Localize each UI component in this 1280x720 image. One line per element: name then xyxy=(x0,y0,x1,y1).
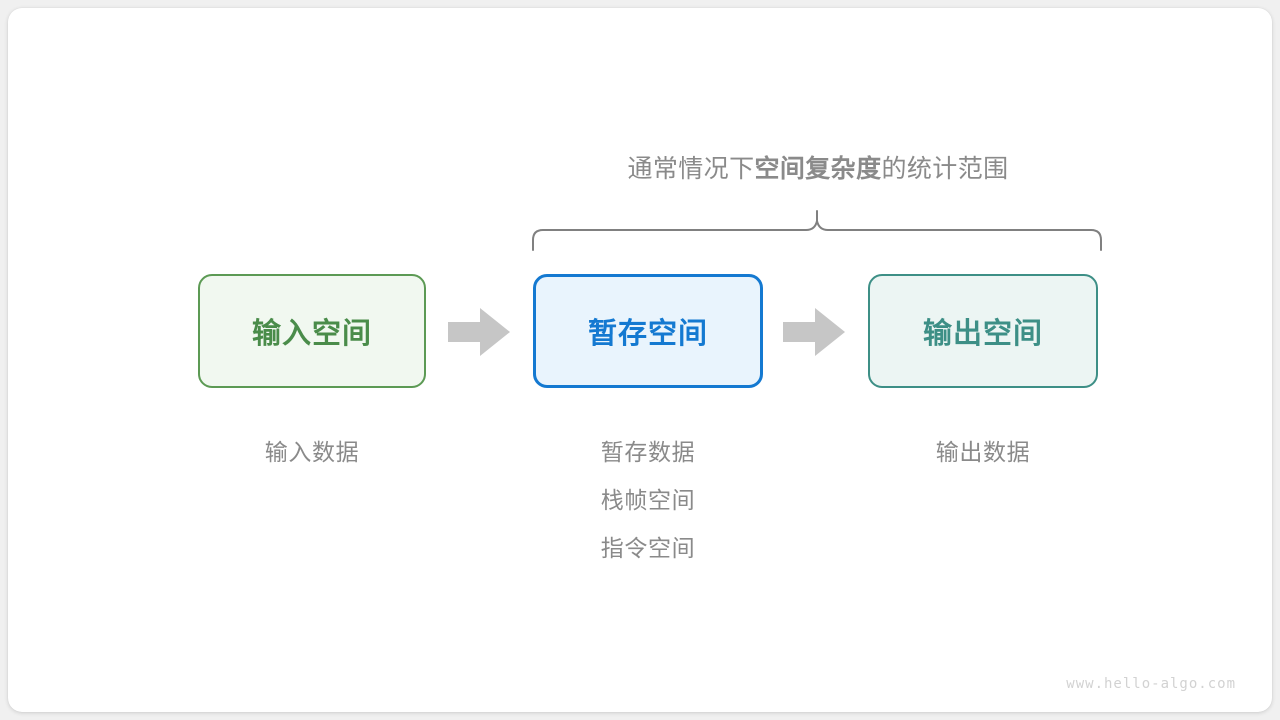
sublabel-item: 输入数据 xyxy=(264,439,360,465)
sublabel-item: 暂存数据 xyxy=(600,439,696,465)
arrow-right-icon xyxy=(783,308,845,356)
sublabel-item: 输出数据 xyxy=(935,439,1031,465)
scope-caption: 通常情况下空间复杂度的统计范围 xyxy=(548,151,1088,187)
caption-emphasis: 空间复杂度 xyxy=(754,155,882,183)
sublabels-output: 输出数据 xyxy=(868,428,1098,476)
sublabel-item: 指令空间 xyxy=(600,535,696,561)
watermark: www.hello-algo.com xyxy=(1066,676,1236,692)
box-output-space[interactable]: 输出空间 xyxy=(868,274,1098,388)
box-input-space[interactable]: 输入空间 xyxy=(198,274,426,388)
diagram-card: 通常情况下空间复杂度的统计范围 输入空间 暂存空间 输出空间 xyxy=(8,8,1272,712)
box-input-space-label: 输入空间 xyxy=(251,318,372,350)
box-output-space-label: 输出空间 xyxy=(922,318,1043,350)
arrow-right-icon xyxy=(448,308,510,356)
sublabels-input: 输入数据 xyxy=(198,428,426,476)
sublabels-buffer: 暂存数据 栈帧空间 指令空间 xyxy=(533,428,763,572)
box-buffer-space-label: 暂存空间 xyxy=(587,318,708,350)
caption-prefix: 通常情况下 xyxy=(627,155,755,183)
caption-suffix: 的统计范围 xyxy=(881,155,1009,183)
box-buffer-space[interactable]: 暂存空间 xyxy=(533,274,763,388)
sublabel-item: 栈帧空间 xyxy=(600,487,696,513)
curly-brace xyxy=(523,200,1111,260)
